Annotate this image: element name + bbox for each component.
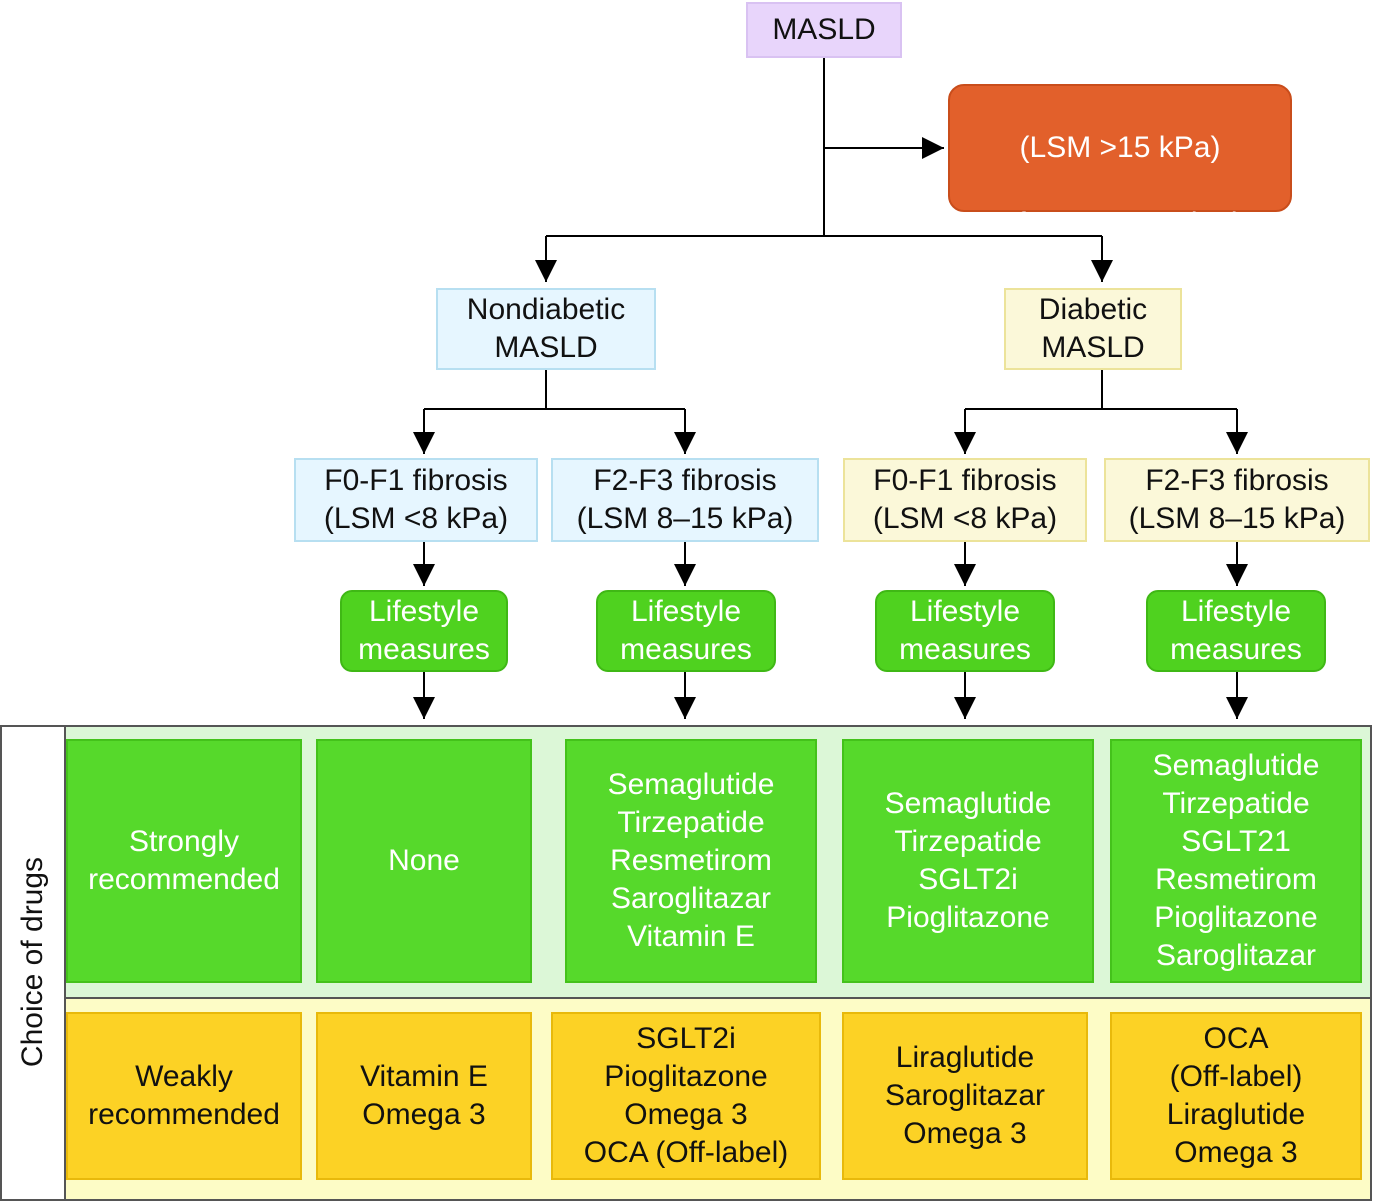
weak-cell-d-f23: OCA (Off-label) Liraglutide Omega 3 <box>1110 1012 1362 1180</box>
strong-cell-nd-f23: Semaglutide Tirzepatide Resmetirom Sarog… <box>565 739 817 983</box>
lifestyle-box-1: Lifestyle measures <box>340 590 508 672</box>
lifestyle-box-2: Lifestyle measures <box>596 590 776 672</box>
lifestyle-box-3: Lifestyle measures <box>875 590 1055 672</box>
fibrosis-box-nd-f23: F2-F3 fibrosis (LSM 8–15 kPa) <box>551 458 819 542</box>
fibrosis-box-d-f01: F0-F1 fibrosis (LSM <8 kPa) <box>843 458 1087 542</box>
masld-root-box: MASLD <box>746 2 902 58</box>
weak-cell-nd-f23: SGLT2i Pioglitazone Omega 3 OCA (Off-lab… <box>551 1012 821 1180</box>
lifestyle-box-4: Lifestyle measures <box>1146 590 1326 672</box>
weak-cell-d-f01: Liraglutide Saroglitazar Omega 3 <box>842 1012 1088 1180</box>
strong-cell-d-f23: Semaglutide Tirzepatide SGLT21 Resmetiro… <box>1110 739 1362 983</box>
cirrhosis-line2: (LSM >15 kPa) <box>1019 131 1221 164</box>
fibrosis-box-d-f23: F2-F3 fibrosis (LSM 8–15 kPa) <box>1104 458 1370 542</box>
cirrhosis-line1: F4 fibrosis/Cirrhosis <box>987 55 1253 88</box>
fibrosis-box-nd-f01: F0-F1 fibrosis (LSM <8 kPa) <box>294 458 538 542</box>
drug-label-column <box>0 725 66 1201</box>
nondiabetic-box: Nondiabetic MASLD <box>436 288 656 370</box>
diabetic-box: Diabetic MASLD <box>1004 288 1182 370</box>
band-divider <box>66 997 1370 999</box>
cirrhosis-box: F4 fibrosis/Cirrhosis (LSM >15 kPa) Refe… <box>948 55 1292 240</box>
weak-cell-nd-f01: Vitamin E Omega 3 <box>316 1012 532 1180</box>
strongly-recommended-label: Strongly recommended <box>66 739 302 983</box>
cirrhosis-line3: Refer to Hepatologist <box>979 207 1261 240</box>
weakly-recommended-label: Weakly recommended <box>66 1012 302 1180</box>
strong-cell-d-f01: Semaglutide Tirzepatide SGLT2i Pioglitaz… <box>842 739 1094 983</box>
strong-cell-nd-f01: None <box>316 739 532 983</box>
